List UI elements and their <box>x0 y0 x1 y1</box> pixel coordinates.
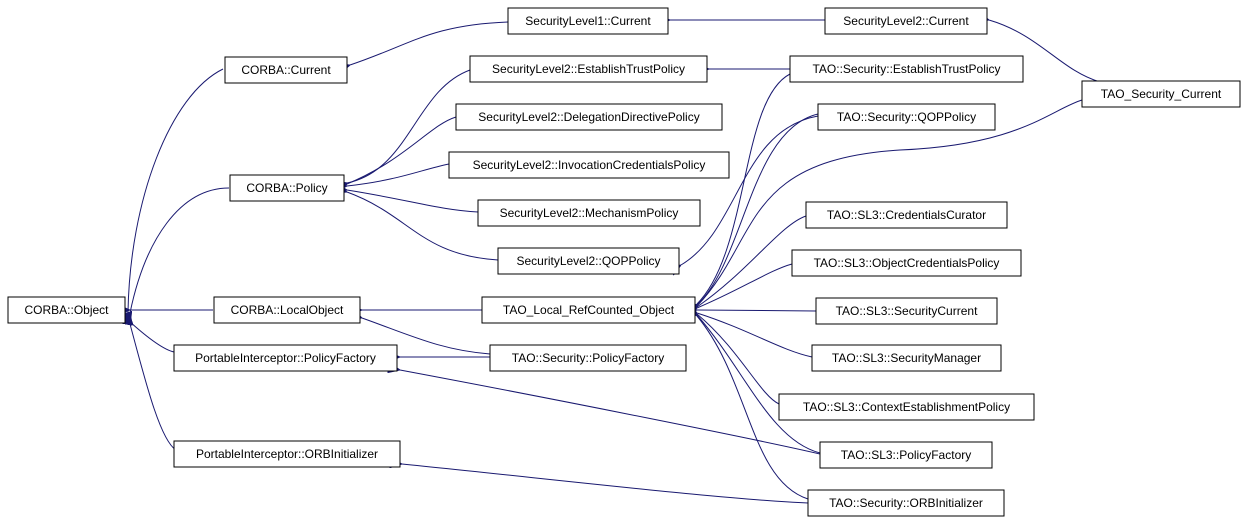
node-label: TAO::Security::ORBInitializer <box>829 496 983 510</box>
node-label: SecurityLevel2::QOPPolicy <box>516 254 660 268</box>
node-label: SecurityLevel2::DelegationDirectivePolic… <box>478 110 699 124</box>
node-label: TAO::SL3::SecurityCurrent <box>836 304 978 318</box>
node-label: PortableInterceptor::ORBInitializer <box>196 447 378 461</box>
node-label: TAO::Security::PolicyFactory <box>512 351 664 365</box>
node-label: TAO::Security::QOPPolicy <box>837 110 976 124</box>
node-label: CORBA::Current <box>241 63 331 77</box>
edge-tao-sl3-policyfactory-to-refcounted <box>697 315 821 454</box>
node-sl2-qop[interactable]: SecurityLevel2::QOPPolicy <box>497 247 680 275</box>
node-tao-sl3-contextest[interactable]: TAO::SL3::ContextEstablishmentPolicy <box>778 393 1035 421</box>
edge-tao-sl3-seccurrent-to-refcounted <box>697 310 817 311</box>
node-label: SecurityLevel1::Current <box>525 14 651 28</box>
node-tao-local-refcounted[interactable]: TAO_Local_RefCounted_Object <box>481 296 696 324</box>
node-tao-sec-qop[interactable]: TAO::Security::QOPPolicy <box>817 103 996 131</box>
edge-pi-orbinitializer-to-object <box>130 324 177 451</box>
node-label: SecurityLevel2::InvocationCredentialsPol… <box>473 158 706 172</box>
node-sl2-invocationcred[interactable]: SecurityLevel2::InvocationCredentialsPol… <box>448 151 730 179</box>
node-corba-localobject[interactable]: CORBA::LocalObject <box>213 296 361 324</box>
node-corba-current[interactable]: CORBA::Current <box>224 56 348 84</box>
nodes: CORBA::Object CORBA::Current CORBA::Poli… <box>7 7 1241 517</box>
node-label: CORBA::LocalObject <box>231 303 344 317</box>
node-label: TAO::SL3::SecurityManager <box>832 351 981 365</box>
edge-pi-policyfactory-to-object <box>129 321 175 353</box>
edge-sl2-mechanism-to-policy <box>347 190 479 213</box>
node-tao-sl3-objcred[interactable]: TAO::SL3::ObjectCredentialsPolicy <box>791 249 1022 277</box>
edge-tao-sec-policyfactory-to-localobject <box>362 318 491 355</box>
edge-tao-security-current-to-sl2-current <box>989 20 1101 83</box>
node-tao-security-current[interactable]: TAO_Security_Current <box>1081 80 1241 108</box>
node-label: TAO_Local_RefCounted_Object <box>503 303 675 317</box>
edge-tao-sl3-secmanager-to-refcounted <box>697 313 813 358</box>
edge-corba-policy-to-object <box>130 187 230 313</box>
node-tao-sl3-policyfactory[interactable]: TAO::SL3::PolicyFactory <box>819 441 993 469</box>
edge-tao-sec-orbinit-to-pi-orbinitializer <box>402 464 809 504</box>
node-label: PortableInterceptor::PolicyFactory <box>195 351 376 365</box>
node-pi-policyfactory[interactable]: PortableInterceptor::PolicyFactory <box>173 344 398 372</box>
node-tao-sl3-secmanager[interactable]: TAO::SL3::SecurityManager <box>811 344 1002 372</box>
node-corba-policy[interactable]: CORBA::Policy <box>229 174 345 202</box>
edge-sl1-current-to-corba-current <box>350 21 509 65</box>
edge-tao-sl3-contextest-to-refcounted <box>697 314 780 405</box>
edge-tao-sl3-credcurator-to-refcounted <box>697 215 807 307</box>
edge-tao-security-current-to-refcounted <box>697 99 1083 306</box>
node-pi-orbinitializer[interactable]: PortableInterceptor::ORBInitializer <box>173 440 401 468</box>
node-sl1-current[interactable]: SecurityLevel1::Current <box>507 7 669 35</box>
edge-sl2-invocationcred-to-policy <box>347 163 450 186</box>
node-tao-sl3-credcurator[interactable]: TAO::SL3::CredentialsCurator <box>805 201 1008 229</box>
node-sl2-mechanism[interactable]: SecurityLevel2::MechanismPolicy <box>477 199 701 227</box>
edge-tao-sec-orbinit-to-refcounted <box>697 316 809 500</box>
node-sl2-establishtrust[interactable]: SecurityLevel2::EstablishTrustPolicy <box>469 55 708 83</box>
node-sl2-delegation[interactable]: SecurityLevel2::DelegationDirectivePolic… <box>455 103 723 131</box>
edge-tao-sl3-policyfactory-to-pi-policyfactory <box>400 370 821 455</box>
edge-tao-sec-qop-to-sl2-qop <box>681 115 819 265</box>
node-corba-object[interactable]: CORBA::Object <box>7 296 126 324</box>
edge-sl2-delegation-to-policy <box>347 116 457 184</box>
node-label: SecurityLevel2::MechanismPolicy <box>500 206 679 220</box>
edge-sl2-qop-to-policy <box>347 192 499 261</box>
node-label: SecurityLevel2::EstablishTrustPolicy <box>492 62 685 76</box>
edge-corba-current-to-object <box>128 68 224 312</box>
node-label: TAO::SL3::PolicyFactory <box>841 448 971 462</box>
node-tao-sec-policyfactory[interactable]: TAO::Security::PolicyFactory <box>489 344 687 372</box>
node-label: TAO_Security_Current <box>1101 87 1222 101</box>
node-tao-sec-establishtrust[interactable]: TAO::Security::EstablishTrustPolicy <box>789 55 1024 83</box>
node-label: SecurityLevel2::Current <box>843 14 969 28</box>
edge-tao-sec-qop-to-refcounted <box>697 113 819 305</box>
node-tao-sec-orbinit[interactable]: TAO::Security::ORBInitializer <box>807 489 1005 517</box>
node-label: TAO::SL3::ContextEstablishmentPolicy <box>803 400 1010 414</box>
edge-tao-sl3-objcred-to-refcounted <box>697 263 793 308</box>
edges <box>128 20 1101 504</box>
node-sl2-current[interactable]: SecurityLevel2::Current <box>824 7 988 35</box>
edge-tao-sec-establishtrust-to-refcounted <box>697 73 791 304</box>
node-label: CORBA::Object <box>24 303 109 317</box>
edge-sl2-establishtrust-to-policy <box>347 69 471 183</box>
node-label: TAO::SL3::ObjectCredentialsPolicy <box>814 256 1000 270</box>
node-label: CORBA::Policy <box>246 181 327 195</box>
node-label: TAO::Security::EstablishTrustPolicy <box>812 62 1000 76</box>
node-label: TAO::SL3::CredentialsCurator <box>827 208 986 222</box>
node-tao-sl3-seccurrent[interactable]: TAO::SL3::SecurityCurrent <box>815 297 998 325</box>
